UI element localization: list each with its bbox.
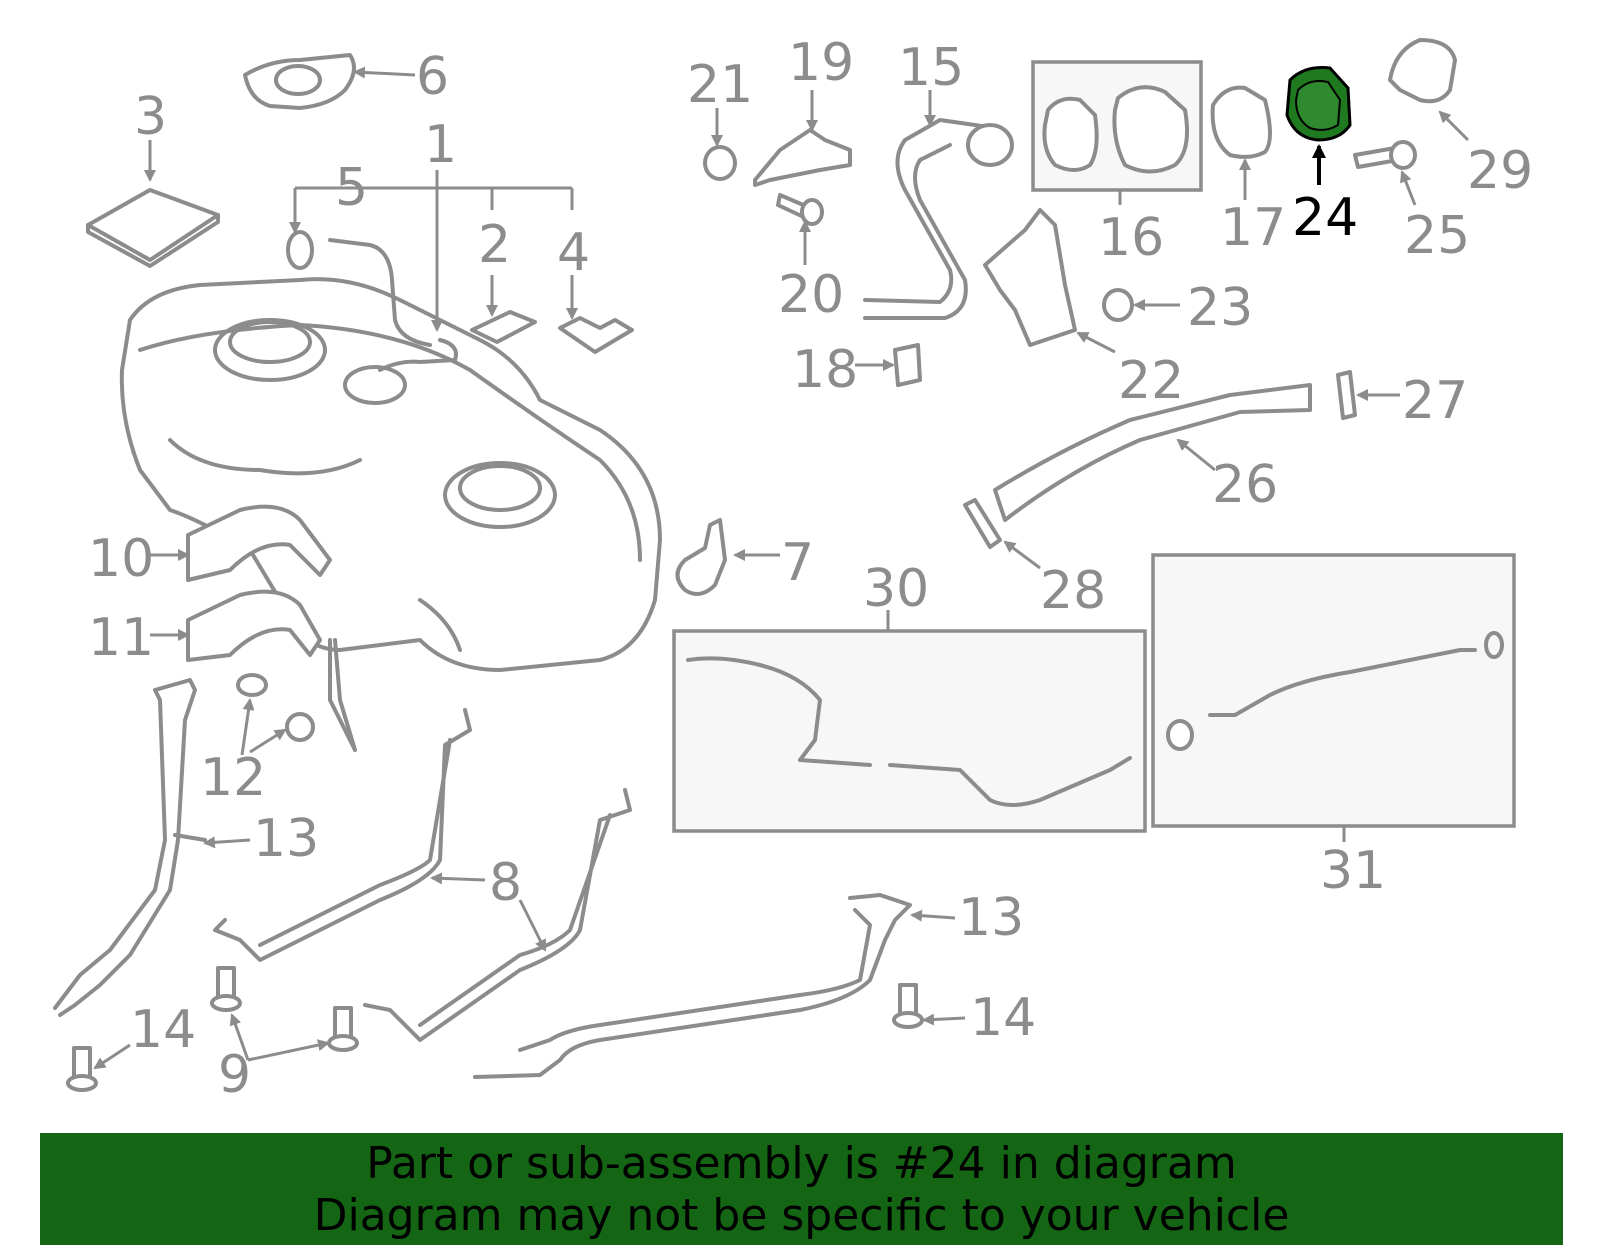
callout-22: 22 bbox=[1118, 351, 1184, 411]
info-banner: Part or sub-assembly is #24 in diagram D… bbox=[40, 1133, 1563, 1245]
callout-11: 11 bbox=[88, 608, 154, 668]
part-26-hose bbox=[993, 383, 1312, 522]
part-13-strap-right bbox=[473, 893, 912, 1079]
part-17-gasket bbox=[1210, 85, 1272, 159]
callout-21: 21 bbox=[687, 55, 753, 115]
part-9-bolt bbox=[327, 1006, 359, 1052]
part-14-bolt bbox=[66, 1046, 98, 1092]
leader-lines bbox=[93, 66, 1470, 1070]
callout-8: 8 bbox=[489, 853, 522, 913]
callout-23: 23 bbox=[1187, 278, 1253, 338]
part-18-clip bbox=[893, 343, 922, 387]
part-11-shield bbox=[186, 589, 322, 662]
callout-16: 16 bbox=[1098, 208, 1164, 268]
part-27-clip bbox=[1336, 370, 1357, 420]
callout-18: 18 bbox=[792, 340, 858, 400]
callout-17: 17 bbox=[1220, 198, 1286, 258]
callout-13: 13 bbox=[253, 809, 319, 869]
callout-30: 30 bbox=[863, 559, 929, 619]
part-4-pad bbox=[558, 316, 634, 354]
part-24-highlighted bbox=[1285, 66, 1352, 142]
part-12-grommet bbox=[236, 673, 268, 697]
part-10-shield bbox=[186, 504, 332, 582]
part-22-bracket bbox=[983, 208, 1077, 347]
part-12-nut bbox=[285, 712, 315, 742]
part-3-pad bbox=[86, 188, 220, 268]
callout-1: 1 bbox=[424, 115, 457, 175]
part-5-hose bbox=[286, 230, 458, 372]
part-9-bolt bbox=[210, 966, 242, 1012]
callout-29: 29 bbox=[1467, 141, 1533, 201]
part-2-pad bbox=[470, 310, 537, 344]
callout-13: 13 bbox=[958, 888, 1024, 948]
callout-7: 7 bbox=[781, 533, 814, 593]
part-29-cap bbox=[1388, 38, 1457, 104]
callout-14: 14 bbox=[970, 988, 1036, 1048]
callout-14: 14 bbox=[130, 1000, 196, 1060]
callout-9: 9 bbox=[218, 1045, 251, 1105]
part-8-strap-b bbox=[363, 788, 632, 1042]
callout-25: 25 bbox=[1404, 206, 1470, 266]
callout-15: 15 bbox=[898, 38, 964, 98]
callout-5: 5 bbox=[335, 158, 368, 218]
part-28-clamp bbox=[963, 498, 1002, 549]
banner-line-2: Diagram may not be specific to your vehi… bbox=[313, 1190, 1290, 1241]
callout-19: 19 bbox=[788, 33, 854, 93]
banner-line-1: Part or sub-assembly is #24 in diagram bbox=[366, 1138, 1237, 1189]
part-6-bracket bbox=[243, 53, 356, 110]
callout-27: 27 bbox=[1402, 371, 1468, 431]
fuel-tank bbox=[119, 277, 662, 752]
part-23-nut bbox=[1102, 288, 1134, 322]
callout-10: 10 bbox=[88, 529, 154, 589]
callout-28: 28 bbox=[1040, 561, 1106, 621]
part-20-bolt bbox=[776, 193, 824, 226]
part-25-bolt bbox=[1353, 140, 1417, 170]
callout-31: 31 bbox=[1320, 841, 1386, 901]
callout-6: 6 bbox=[416, 47, 449, 107]
callout-24-highlighted: 24 bbox=[1292, 188, 1358, 248]
callout-2: 2 bbox=[478, 215, 511, 275]
callout-4: 4 bbox=[557, 223, 590, 283]
callout-12: 12 bbox=[200, 748, 266, 808]
callout-labels: 1 2 3 4 5 6 7 8 9 10 11 12 13 13 14 14 1… bbox=[88, 33, 1533, 1105]
callout-26: 26 bbox=[1212, 455, 1278, 515]
part-21-nut bbox=[703, 145, 737, 181]
part-31-line-kit bbox=[1151, 553, 1516, 828]
part-7-bracket bbox=[675, 518, 727, 596]
part-19-bracket bbox=[753, 128, 852, 187]
callout-3: 3 bbox=[134, 87, 167, 147]
part-8-strap-a bbox=[213, 708, 472, 962]
part-13-strap-left bbox=[53, 678, 197, 1017]
part-14-bolt bbox=[892, 983, 924, 1029]
callout-20: 20 bbox=[778, 265, 844, 325]
